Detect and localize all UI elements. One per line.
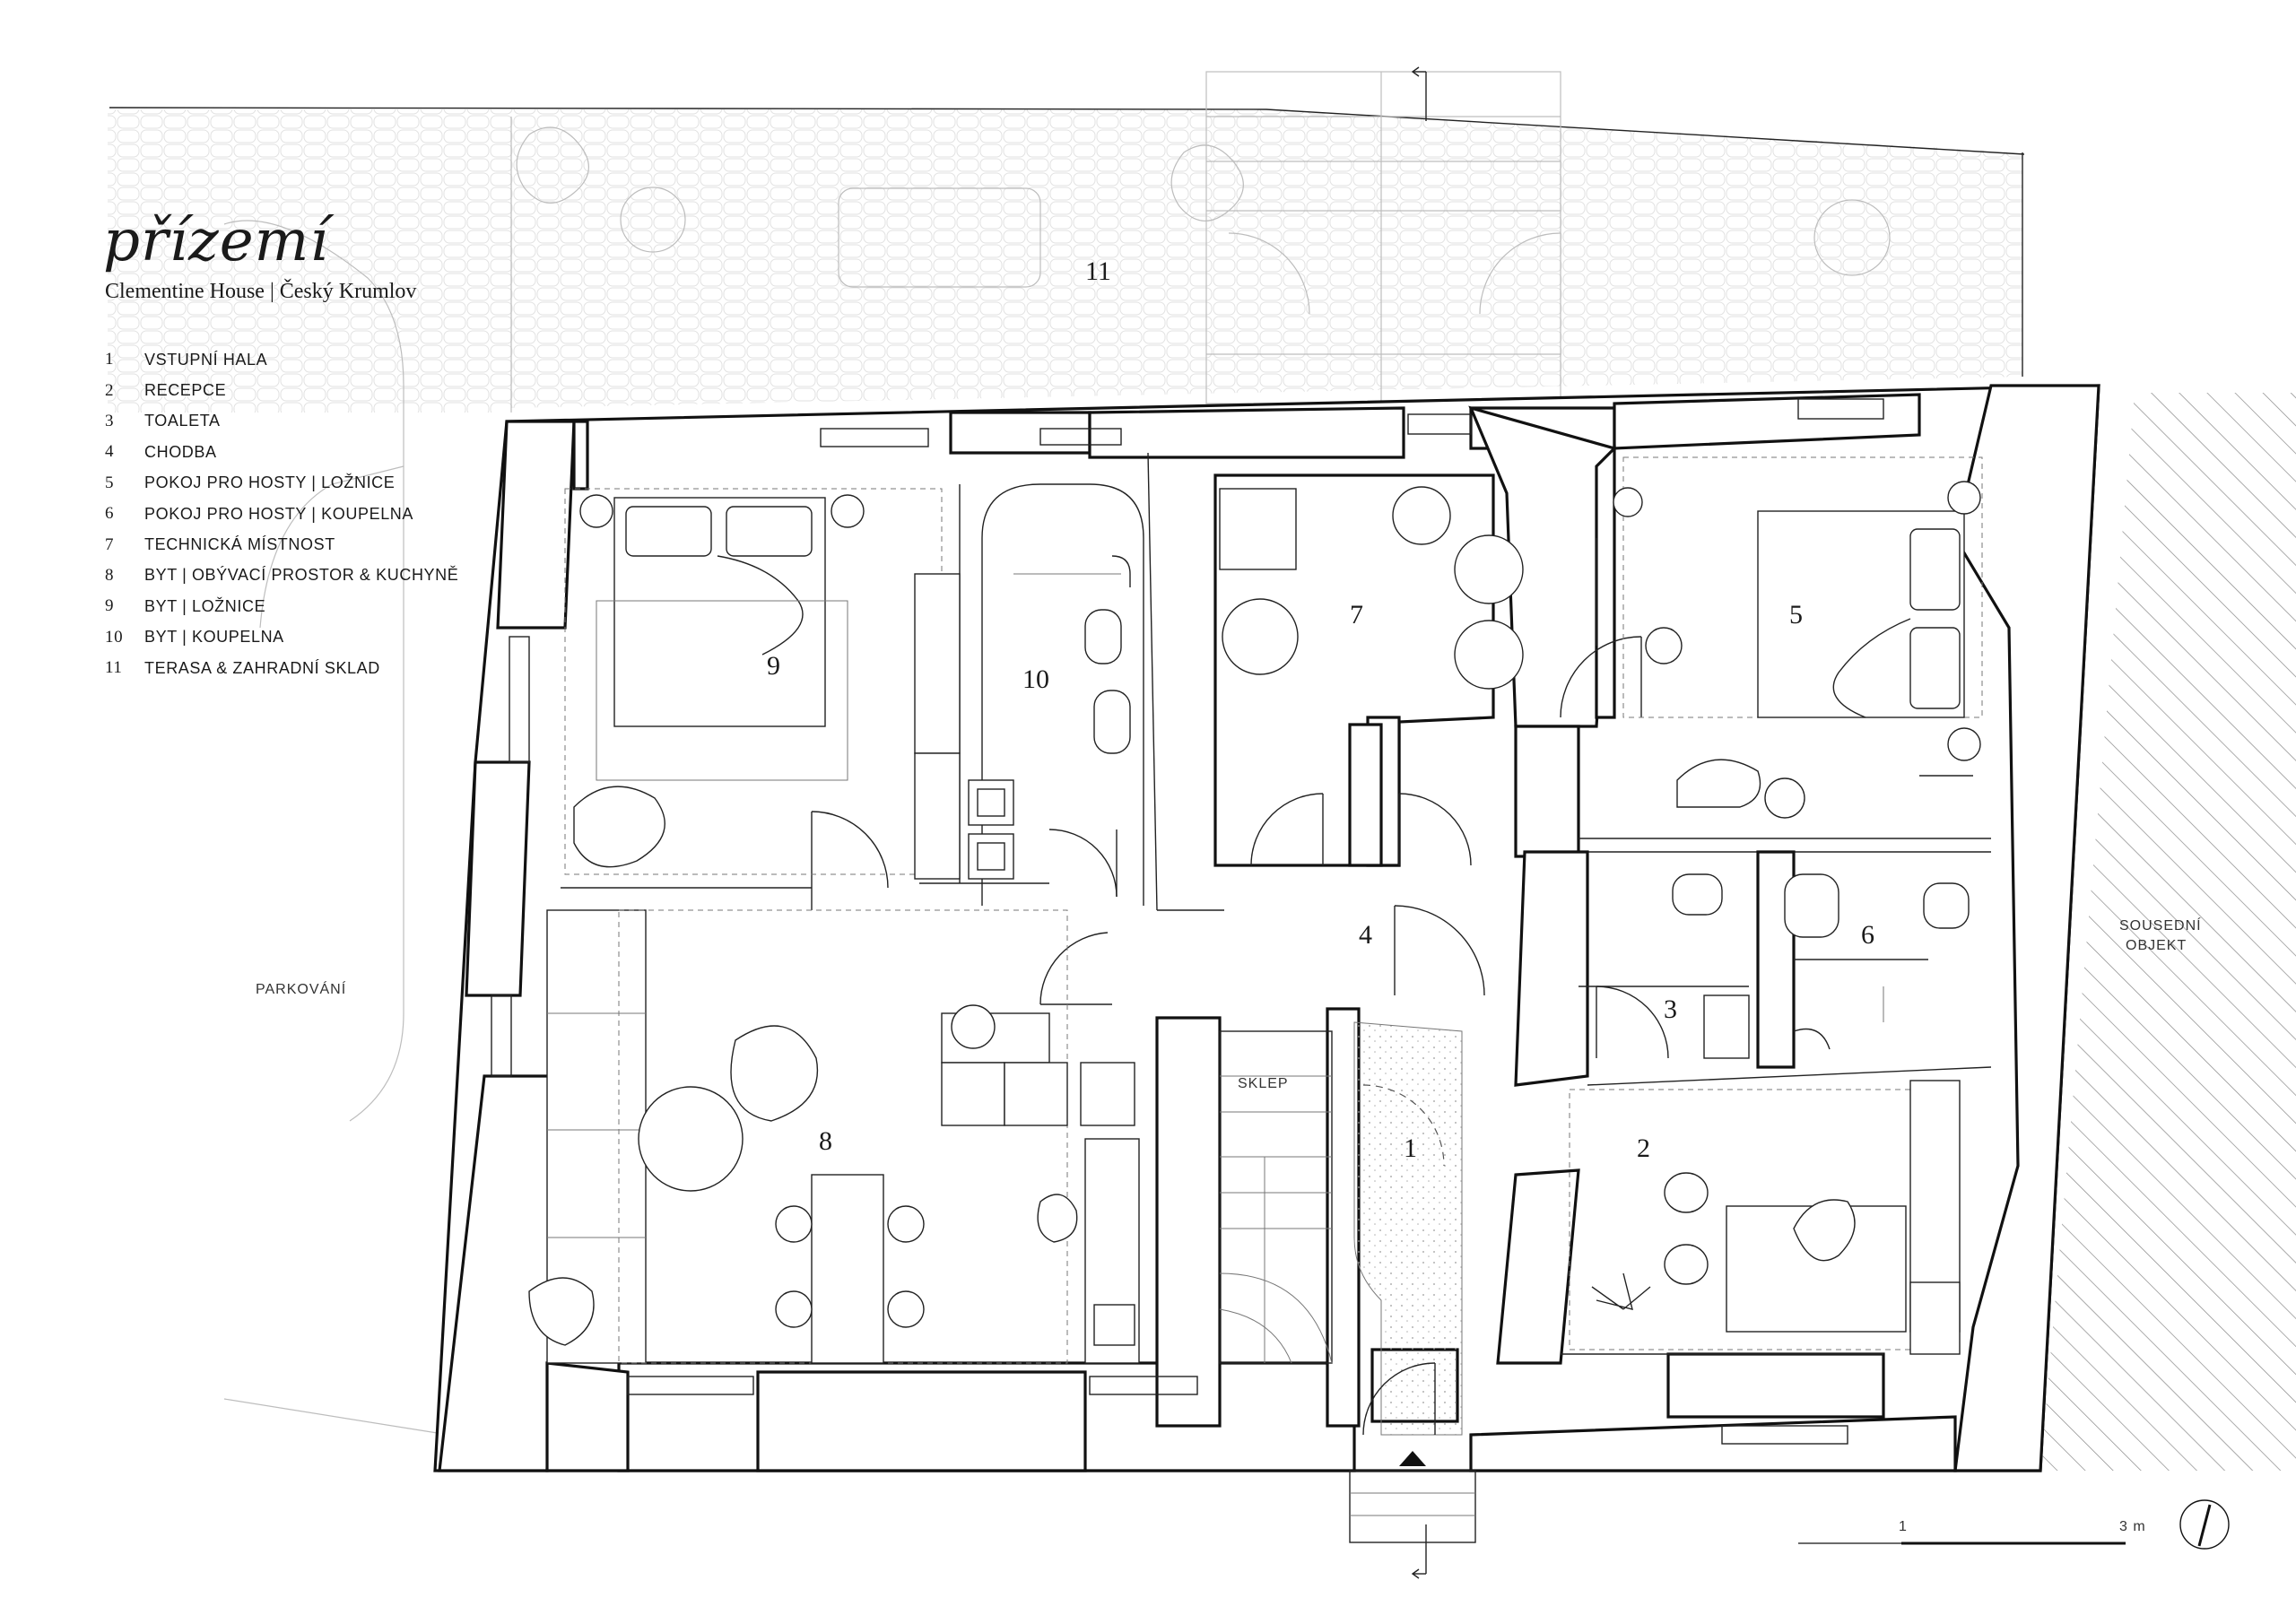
page-subtitle: Clementine House | Český Krumlov: [105, 280, 417, 303]
legend-label: BYT | KOUPELNA: [144, 628, 284, 647]
room-number-4: 4: [1359, 920, 1372, 950]
windows: [491, 398, 1884, 1445]
bedroom-9-furniture: [564, 488, 961, 880]
legend-label: POKOJ PRO HOSTY | LOŽNICE: [144, 473, 396, 492]
wc-3-furniture: [1703, 994, 1831, 1059]
technical-room-7-furniture: [1219, 486, 1524, 690]
cellar-label: SKLEP: [1238, 1076, 1289, 1091]
legend-item: 8 BYT | OBÝVACÍ PROSTOR & KUCHYNĚ: [105, 560, 458, 591]
doors: [811, 636, 1669, 1436]
legend-item: 11 TERASA & ZAHRADNÍ SKLAD: [105, 653, 458, 683]
legend-item: 5 POKOJ PRO HOSTY | LOŽNICE: [105, 468, 458, 499]
legend-num: 2: [105, 380, 115, 400]
legend-num: 11: [105, 658, 123, 678]
legend-label: BYT | OBÝVACÍ PROSTOR & KUCHYNĚ: [144, 566, 459, 585]
legend-item: 9 BYT | LOŽNICE: [105, 591, 458, 621]
guest-bedroom-5-furniture: [1596, 456, 1983, 819]
room-number-1: 1: [1404, 1133, 1417, 1163]
terrace-area: [108, 71, 2025, 413]
legend-item: 2 RECEPCE: [105, 375, 458, 405]
legend-item: 1 VSTUPNÍ HALA: [105, 344, 458, 375]
legend-label: TERASA & ZAHRADNÍ SKLAD: [144, 658, 380, 677]
room-number-8: 8: [819, 1126, 832, 1156]
legend-label: POKOJ PRO HOSTY | KOUPELNA: [144, 504, 414, 523]
room-number-7: 7: [1350, 600, 1363, 630]
legend-item: 3 TOALETA: [105, 406, 458, 437]
legend-item: 10 BYT | KOUPELNA: [105, 622, 458, 653]
legend-num: 10: [105, 627, 124, 647]
neighbor-label-line2: OBJEKT: [2126, 938, 2187, 953]
legend-num: 6: [105, 504, 115, 524]
room-number-5: 5: [1789, 600, 1803, 630]
living-8-furniture: [528, 909, 1140, 1364]
page-title: přízemí: [103, 208, 329, 274]
legend-label: BYT | LOŽNICE: [144, 596, 266, 615]
room-number-11: 11: [1085, 256, 1111, 286]
north-arrow-icon: [2179, 1499, 2230, 1550]
room-number-3: 3: [1664, 994, 1677, 1024]
parking-label: PARKOVÁNÍ: [256, 980, 346, 997]
cellar-stair: [1219, 1030, 1333, 1364]
legend-label: TECHNICKÁ MÍSTNOST: [144, 535, 335, 554]
legend-num: 5: [105, 473, 115, 492]
legend-label: VSTUPNÍ HALA: [144, 350, 268, 369]
guest-bathroom-6-furniture: [1672, 873, 1970, 1022]
bathroom-10-furniture: [968, 555, 1131, 880]
legend-label: RECEPCE: [144, 381, 227, 400]
legend-label: TOALETA: [144, 412, 221, 430]
legend-item: 7 TECHNICKÁ MÍSTNOST: [105, 529, 458, 560]
room-number-6: 6: [1861, 920, 1874, 950]
section-mark-top: [1411, 66, 1427, 121]
reception-2-furniture: [1569, 1080, 1961, 1355]
parking-area: [223, 220, 449, 1436]
legend-label: CHODBA: [144, 442, 217, 461]
section-mark-bottom: [1411, 1524, 1427, 1579]
scale-bar: 1 3 m: [1798, 1519, 2146, 1545]
room-number-2: 2: [1637, 1133, 1650, 1163]
legend-num: 4: [105, 442, 115, 462]
legend-num: 7: [105, 534, 115, 554]
legend-num: 9: [105, 596, 115, 616]
entry-arrow-icon: [1399, 1451, 1426, 1466]
scale-start-label: 1: [1899, 1519, 1908, 1534]
legend-item: 4 CHODBA: [105, 437, 458, 467]
scale-end-label: 3 m: [2119, 1519, 2146, 1534]
legend-item: 6 POKOJ PRO HOSTY | KOUPELNA: [105, 499, 458, 529]
legend-num: 8: [105, 565, 115, 585]
entrance-floor: [1349, 1021, 1476, 1543]
legend-num: 1: [105, 350, 115, 369]
neighbor-label-line1: SOUSEDNÍ: [2119, 916, 2202, 934]
room-number-10: 10: [1022, 664, 1049, 694]
room-number-9: 9: [767, 651, 780, 681]
legend-num: 3: [105, 411, 115, 430]
neighbor-building-hatch: [2040, 393, 2296, 1471]
